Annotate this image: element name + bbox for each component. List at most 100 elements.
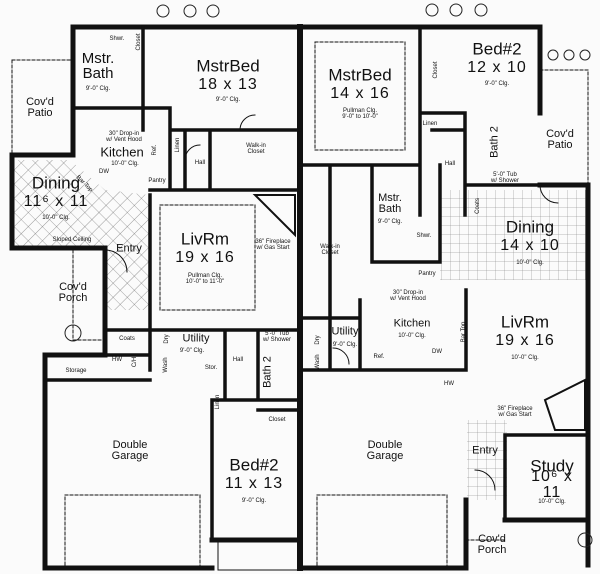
right-porch-label: Cov'd Porch	[477, 533, 507, 556]
shrub-icon	[206, 4, 220, 18]
left-kitchen-label: Kitchen	[100, 144, 144, 160]
shrub-icon	[449, 3, 463, 17]
right-mstr-bed-ceiling: Pullman Clg. 9'-0" to 10'-0"	[342, 108, 378, 120]
right-kitchen-ceiling: 10'-0" Clg.	[398, 333, 426, 339]
left-utility-label: Utility	[182, 332, 210, 345]
right-dining-ceiling: 10'-0" Clg.	[516, 260, 544, 266]
right-livrm-ceiling: 10'-0" Clg.	[511, 355, 539, 361]
left-bed2-dims: 11 x 13	[224, 475, 284, 492]
right-livrm-label: LivRm	[500, 312, 550, 332]
shrub-icon	[64, 324, 82, 342]
left-closet-label: Closet	[268, 417, 286, 423]
left-coats-label: Coats	[119, 336, 135, 342]
right-kitchen-label: Kitchen	[393, 317, 431, 330]
right-bed-ceiling-outline	[314, 41, 406, 151]
shrub-icon	[579, 49, 591, 61]
left-fireplace	[252, 194, 296, 238]
right-mstr-bath-ceiling: 9'-0" Clg.	[377, 219, 403, 225]
left-storage-label: Storage	[65, 368, 87, 374]
left-cooktop-label: 30" Drop-in w/ Vent Hood	[106, 131, 142, 143]
left-porch-outline	[11, 59, 106, 341]
right-garage-label: Double Garage	[366, 439, 404, 462]
left-bed2-label: Bed#2	[229, 455, 279, 475]
right-closet-label: Closet	[433, 61, 439, 79]
right-pantry-label: Pantry	[418, 271, 436, 277]
left-livrm-dims: 19 x 16	[175, 249, 235, 266]
shrub-icon	[156, 4, 170, 18]
right-tub-label: 5'-0" Tub w/ Shower	[490, 172, 520, 184]
left-garage-door	[64, 494, 201, 571]
left-livrm-label: LivRm	[180, 229, 230, 249]
right-study-ceiling: 10'-0" Clg.	[538, 499, 566, 505]
shrub-icon	[547, 49, 559, 61]
right-linen-label: Linen	[422, 121, 438, 127]
shrub-icon	[563, 49, 575, 61]
right-dining-dims: 14 x 10	[500, 237, 560, 254]
right-mstr-bed-dims: 14 x 16	[330, 85, 390, 102]
right-utility-label: Utility	[331, 325, 359, 338]
left-wash-label: Wash	[163, 357, 169, 373]
right-patio-outline	[539, 69, 589, 186]
right-porch-outline	[465, 499, 506, 541]
shrub-icon	[183, 4, 197, 18]
left-livrm-ceiling-outline	[159, 204, 256, 311]
left-interior-walls	[43, 25, 302, 542]
left-shower-label: Shwr.	[109, 36, 125, 42]
right-bed2-dims: 12 x 10	[467, 59, 527, 76]
left-linen2-label: Linen	[215, 394, 221, 410]
right-dw-label: DW	[432, 349, 442, 355]
left-mstr-bed-dims: 18 x 13	[198, 76, 258, 93]
right-mstr-bath-label: Mstr. Bath	[378, 192, 402, 215]
right-ref-label: Ref.	[373, 354, 385, 360]
right-dining-label: Dining	[505, 217, 555, 237]
left-kitchen-ceiling: 10'-0" Clg.	[111, 161, 139, 167]
left-entry-label: Entry	[116, 242, 142, 255]
right-shower-label: Shwr.	[416, 233, 432, 239]
left-porch-label: Cov'd Porch	[58, 281, 88, 304]
left-walk-in-closet-label: Walk-in Closet	[246, 143, 266, 155]
left-closet-small-label: Closet	[136, 33, 142, 51]
left-dining-label: Dining	[31, 173, 81, 193]
dining-tile-left	[12, 160, 150, 310]
right-bath2-label: Bath 2	[488, 126, 501, 158]
right-fireplace-label: 36" Fireplace w/ Gas Start	[497, 406, 533, 418]
right-cooktop-label: 30" Drop-in w/ Vent Hood	[390, 290, 426, 302]
left-ref-label: Ref.	[152, 144, 158, 156]
left-dining-ceiling: 10'-0" Clg.	[42, 215, 70, 221]
left-mstr-bath-label: Mstr. Bath	[81, 50, 115, 82]
left-hall2-label: Hall	[232, 357, 244, 363]
right-utility-ceiling: 9'-0" Clg.	[332, 342, 358, 348]
shrub-icon	[474, 3, 488, 17]
left-tub-label: 5'-0" Tub w/ Shower	[262, 331, 292, 343]
right-study-label: Study	[530, 456, 574, 476]
left-sloped-ceiling-label: Sloped Ceiling	[52, 237, 92, 243]
shrub-icon	[577, 532, 593, 548]
left-hall-label: Hall	[194, 160, 206, 166]
left-dining-dims: 11⁶ x 11	[23, 193, 89, 210]
left-utility-ceiling: 9'-0" Clg.	[179, 348, 205, 354]
right-bed2-ceiling: 9'-0" Clg.	[484, 81, 510, 87]
left-ch-label: C/H	[132, 356, 138, 368]
right-fireplace	[543, 378, 586, 431]
left-bed2-ceiling: 9'-0" Clg.	[241, 498, 267, 504]
right-garage-door	[316, 494, 448, 571]
left-linen-label: Linen	[175, 137, 181, 153]
right-hw-label: HW	[444, 381, 454, 387]
right-dry-label: Dry	[315, 335, 321, 345]
left-garage-label: Double Garage	[111, 439, 149, 462]
left-bath2-label: Bath 2	[261, 356, 274, 388]
right-walk-in-closet-label: Walk-in Closet	[320, 244, 340, 256]
entry-tile-right	[467, 420, 507, 500]
right-patio-label: Cov'd Patio	[546, 128, 574, 151]
left-stor-label: Stor.	[204, 365, 218, 371]
right-livrm-dims: 19 x 16	[495, 332, 555, 349]
right-mstr-bed-label: MstrBed	[328, 65, 392, 85]
right-entry-label: Entry	[472, 444, 498, 457]
right-bar-top-label: Bar Top	[461, 321, 467, 343]
left-mstr-bath-ceiling: 9'-0" Clg.	[85, 86, 111, 92]
left-mstr-bed-label: MstrBed	[196, 56, 260, 76]
shrub-icon	[425, 3, 439, 17]
left-hw-label: HW	[112, 357, 122, 363]
